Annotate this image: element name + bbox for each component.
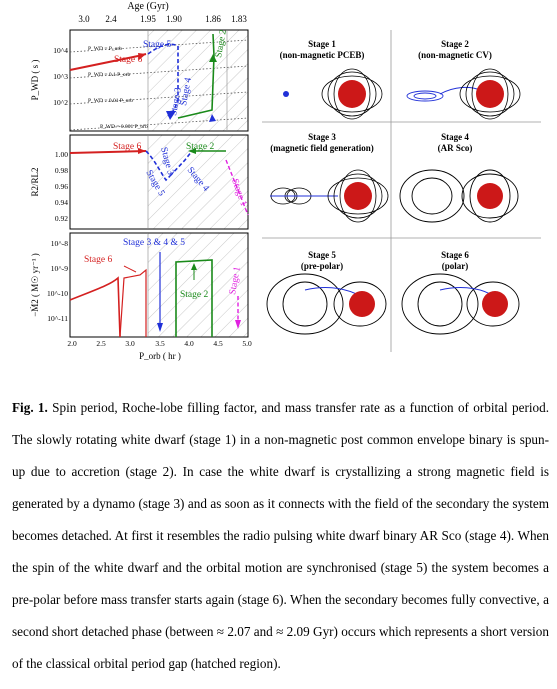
panel-bot-xlabel: P_orb ( hr ) — [139, 351, 181, 361]
ratio-line-label: P_WD = 0.001 P_orb — [100, 124, 148, 130]
sketch-stage3: Stage 3 (magnetic field generation) — [270, 132, 389, 223]
ratio-line-label: P_WD = P_orb — [88, 46, 122, 52]
xtick: 2.0 — [67, 339, 77, 348]
ytick: 10^2 — [53, 98, 68, 107]
figure-svg: Age (Gyr) 3.0 2.4 1.95 1.90 1.86 1.83 P_… — [30, 1, 541, 361]
ytick: 1.00 — [55, 150, 68, 159]
panel-bot: −Ṁ2 ( M☉ yr⁻¹ ) 10^-8 10^-9 10^-10 10^-1… — [30, 232, 252, 361]
ratio-line-label: P_WD = 0.01 P_orb — [88, 98, 133, 104]
ytick: 10^4 — [53, 46, 68, 55]
curve-stage4 — [167, 46, 179, 117]
xtick: 3.0 — [125, 339, 135, 348]
svg-text:Stage 2: Stage 2 — [441, 39, 469, 49]
ytick: 10^-9 — [51, 264, 69, 273]
xtick: 2.5 — [96, 339, 106, 348]
figure: Age (Gyr) 3.0 2.4 1.95 1.90 1.86 1.83 P_… — [30, 1, 541, 361]
svg-text:(non-magnetic CV): (non-magnetic CV) — [418, 50, 492, 60]
stage-label: Stage 4 — [179, 77, 194, 107]
xtick: 3.5 — [155, 339, 165, 348]
ytick: 10^-8 — [51, 239, 69, 248]
xtick: 5.0 — [242, 339, 252, 348]
sketch-stage4: Stage 4 (AR Sco) — [399, 132, 519, 223]
ytick: 0.92 — [55, 214, 68, 223]
sketch-stage6: Stage 6 (polar) — [401, 250, 520, 335]
xtick: 4.0 — [184, 339, 194, 348]
svg-text:(polar): (polar) — [442, 261, 469, 271]
panel-top-ylabel: P_WD ( s ) — [30, 60, 40, 101]
stage-label: Stage 6 — [113, 142, 141, 152]
panel-top: P_WD = P_orb P_WD = 0.1 P_orb P_WD = 0.0… — [30, 29, 249, 132]
stage-label: Stage 1 — [228, 266, 243, 296]
top-tick: 1.90 — [166, 14, 182, 24]
ytick: 0.94 — [55, 198, 68, 207]
svg-text:(AR Sco): (AR Sco) — [438, 143, 473, 153]
xtick: 4.5 — [213, 339, 223, 348]
svg-text:(non-magnetic PCEB): (non-magnetic PCEB) — [280, 50, 365, 60]
top-tick: 1.83 — [231, 14, 247, 24]
ratio-line-label: P_WD = 0.1 P_orb — [88, 72, 130, 78]
sketch-stage5: Stage 5 (pre-polar) — [266, 250, 387, 335]
svg-text:(magnetic field generation): (magnetic field generation) — [270, 143, 373, 153]
sketch-grid: Stage 1 (non-magnetic PCEB) Stage 2 (non… — [262, 30, 541, 352]
svg-text:Stage 3: Stage 3 — [308, 132, 336, 142]
top-axis-label: Age (Gyr) — [127, 1, 168, 12]
stage-label: Stage 5 — [143, 40, 171, 50]
sketch-stage1: Stage 1 (non-magnetic PCEB) — [280, 39, 383, 120]
svg-text:(pre-polar): (pre-polar) — [301, 261, 343, 271]
svg-text:Stage 1: Stage 1 — [308, 39, 336, 49]
caption-label: Fig. 1. — [12, 400, 48, 415]
caption-text: Spin period, Roche-lobe filling factor, … — [12, 400, 549, 671]
svg-text:Stage 6: Stage 6 — [441, 250, 469, 260]
top-tick: 1.86 — [205, 14, 221, 24]
ytick: 10^-10 — [47, 289, 68, 298]
ytick: 0.98 — [55, 166, 68, 175]
top-tick: 2.4 — [105, 14, 117, 24]
figure-caption: Fig. 1. Spin period, Roche-lobe filling … — [12, 392, 549, 680]
panel-bot-ylabel: −Ṁ2 ( M☉ yr⁻¹ ) — [30, 253, 40, 317]
panel-mid: R2/RL2 1.00 0.98 0.96 0.94 0.92 Stage 6 … — [30, 134, 249, 230]
ytick: 0.96 — [55, 182, 68, 191]
ytick: 10^3 — [53, 72, 68, 81]
top-tick: 1.95 — [140, 14, 156, 24]
stage-label: Stage 2 — [180, 290, 208, 300]
svg-text:Stage 5: Stage 5 — [308, 250, 336, 260]
svg-text:Stage 4: Stage 4 — [441, 132, 469, 142]
stage-label: Stage 3 — [169, 87, 184, 117]
curve-stage2 — [177, 33, 215, 119]
sketch-stage2: Stage 2 (non-magnetic CV) — [406, 39, 521, 120]
stage-label: Stage 6 — [84, 255, 112, 265]
stage-label: Stage 2 — [214, 29, 229, 59]
stage-label: Stage 6 — [114, 55, 142, 65]
panel-mid-ylabel: R2/RL2 — [30, 167, 40, 196]
ytick: 10^-11 — [47, 314, 68, 323]
top-tick: 3.0 — [78, 14, 90, 24]
stage-label: Stage 2 — [186, 142, 214, 152]
curve-stage5 — [147, 43, 179, 55]
stage-label: Stage 3 & 4 & 5 — [123, 238, 185, 248]
